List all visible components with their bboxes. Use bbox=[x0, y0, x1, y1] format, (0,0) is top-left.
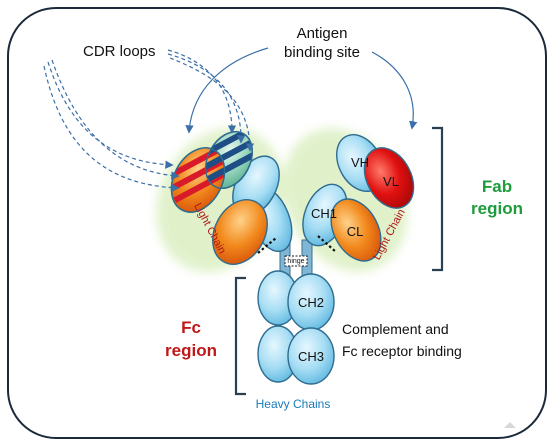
cdr-arrow-6 bbox=[169, 57, 255, 152]
fc-label-line1: Fc bbox=[181, 318, 201, 337]
hinge-label: hinge bbox=[287, 258, 304, 265]
antigen-label-line1: Antigen bbox=[297, 25, 348, 42]
ch2-label: CH2 bbox=[298, 295, 324, 310]
vh-label: VH bbox=[351, 155, 369, 170]
cdr-arrow-1 bbox=[47, 61, 174, 169]
cdr-arrow-3 bbox=[43, 65, 180, 192]
right-vl-domain bbox=[363, 147, 415, 209]
heavy-chains-label: Heavy Chains bbox=[256, 397, 331, 411]
antigen-arrow-left bbox=[185, 47, 269, 134]
ch1-label: CH1 bbox=[311, 206, 337, 221]
fc-domains bbox=[257, 270, 335, 385]
right-fab-arm bbox=[302, 134, 415, 262]
right-cl-domain bbox=[330, 198, 382, 262]
fab-label-line2: region bbox=[471, 199, 523, 218]
fc-label-line2: region bbox=[165, 341, 217, 360]
cdr-arrow-4 bbox=[167, 49, 237, 134]
cdr-arrow-2 bbox=[51, 59, 180, 180]
antigen-label-line2: binding site bbox=[284, 44, 360, 61]
cl-label: CL bbox=[347, 224, 364, 239]
arrows bbox=[43, 47, 418, 192]
vl-label: VL bbox=[383, 174, 399, 189]
disulfide-bonds bbox=[257, 235, 337, 254]
cdr-arrow-5 bbox=[167, 53, 246, 144]
antigen-arrow-right bbox=[371, 51, 418, 130]
complement-label-line2: Fc receptor binding bbox=[342, 343, 462, 359]
complement-label-line1: Complement and bbox=[342, 321, 449, 337]
left-cl-domain bbox=[212, 199, 268, 265]
fab-label-line1: Fab bbox=[482, 177, 512, 196]
ch3-label: CH3 bbox=[298, 349, 324, 364]
ch3-right-domain bbox=[287, 327, 335, 385]
fc-bracket bbox=[234, 276, 246, 396]
cdr-loops-label: CDR loops bbox=[83, 43, 156, 60]
fab-bracket bbox=[432, 126, 444, 272]
corner-mark bbox=[504, 422, 516, 428]
